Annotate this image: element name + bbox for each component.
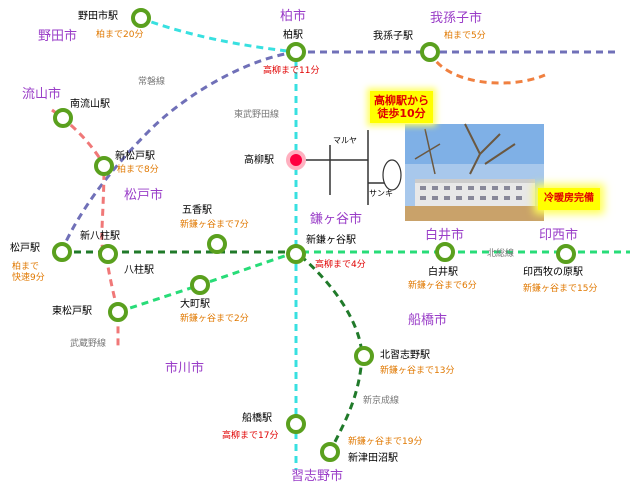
label-matsudo: 松戸駅 xyxy=(10,243,40,254)
city-narashino: 習志野市 xyxy=(291,469,344,484)
station-omachi xyxy=(190,275,210,295)
time-shintsudanuma: 新鎌ヶ谷まで19分 xyxy=(348,437,423,447)
access-road xyxy=(300,130,390,205)
label-omachi: 大町駅 xyxy=(180,299,210,310)
landmark-maruya: マルヤ xyxy=(333,136,357,145)
station-matsudo xyxy=(52,242,72,262)
station-abiko xyxy=(420,42,440,62)
city-funabashi: 船橋市 xyxy=(408,313,448,328)
line-tobunoda-label: 東武野田線 xyxy=(234,110,280,120)
line-joban-label: 常磐線 xyxy=(138,77,166,87)
school-photo xyxy=(405,123,544,221)
line-shinkesei-label: 新京成線 xyxy=(363,396,400,406)
label-shinyahashira: 新八柱駅 xyxy=(80,231,120,242)
city-kashiwa: 柏市 xyxy=(280,9,307,24)
label-yahashira: 八柱駅 xyxy=(124,265,154,276)
label-minaminagareyama: 南流山駅 xyxy=(70,99,110,110)
time-omachi: 新鎌ヶ谷まで2分 xyxy=(180,314,249,324)
station-shiroi xyxy=(435,242,455,262)
time-shinmatsudo: 柏まで8分 xyxy=(117,165,159,175)
station-kashiwa xyxy=(286,42,306,62)
station-inzaimakinohara xyxy=(556,244,576,264)
city-noda: 野田市 xyxy=(38,29,78,44)
time-shiroi: 新鎌ヶ谷まで6分 xyxy=(408,281,477,291)
city-abiko: 我孫子市 xyxy=(430,11,483,26)
label-shiroi: 白井駅 xyxy=(428,267,458,278)
station-takayanagi xyxy=(286,150,306,170)
station-shintsudanuma xyxy=(320,442,340,462)
station-funabashi xyxy=(286,414,306,434)
station-kitanarashino xyxy=(354,346,374,366)
time-shinkamagaya: 高柳まで4分 xyxy=(315,260,366,270)
station-shinyahashira xyxy=(98,244,118,264)
city-nagareyama: 流山市 xyxy=(22,87,62,102)
landmark-sanki: サンキ xyxy=(369,189,393,198)
label-abiko: 我孫子駅 xyxy=(373,31,413,42)
time-kitanarashino: 新鎌ヶ谷まで13分 xyxy=(380,366,455,376)
label-shintsudanuma: 新津田沼駅 xyxy=(348,453,398,464)
time-abiko: 柏まで5分 xyxy=(444,31,486,41)
label-goka: 五香駅 xyxy=(182,205,212,216)
aircon-tag: 冷暖房完備 xyxy=(538,188,600,210)
label-kashiwa: 柏駅 xyxy=(283,30,303,41)
station-shinmatsudo xyxy=(94,156,114,176)
line-hokuso-label: 北総線 xyxy=(487,249,515,259)
walk-callout-line1: 高柳駅から xyxy=(374,94,429,107)
time-matsudo-2: 快速9分 xyxy=(12,273,45,283)
label-funabashi: 船橋駅 xyxy=(242,413,272,424)
time-inzaimakinohara: 新鎌ヶ谷まで15分 xyxy=(523,284,598,294)
station-minaminagareyama xyxy=(53,108,73,128)
city-shiroi: 白井市 xyxy=(425,228,465,243)
joban-line xyxy=(60,50,297,251)
station-nodashi xyxy=(131,8,151,28)
label-kitanarashino: 北習志野駅 xyxy=(380,350,430,361)
walk-callout: 高柳駅から 徒歩10分 xyxy=(370,91,433,123)
city-ichikawa: 市川市 xyxy=(165,361,205,376)
city-matsudo: 松戸市 xyxy=(124,188,164,203)
label-higashimatsudo: 東松戸駅 xyxy=(52,306,92,317)
station-goka xyxy=(207,234,227,254)
time-kashiwa: 高柳まで11分 xyxy=(263,66,320,76)
city-kamagaya: 鎌ヶ谷市 xyxy=(310,212,363,227)
station-higashimatsudo xyxy=(108,302,128,322)
shinkesei-line xyxy=(62,250,364,453)
time-goka: 新鎌ヶ谷まで7分 xyxy=(180,220,249,230)
label-nodashi: 野田市駅 xyxy=(78,11,118,22)
label-inzaimakinohara: 印西牧の原駅 xyxy=(523,267,583,278)
label-takayanagi: 高柳駅 xyxy=(244,155,274,166)
walk-callout-line2: 徒歩10分 xyxy=(377,107,426,120)
abiko-branch-line xyxy=(428,51,546,85)
city-inzai: 印西市 xyxy=(539,228,579,243)
time-funabashi: 高柳まで17分 xyxy=(222,431,279,441)
time-matsudo-1: 柏まで xyxy=(12,262,40,272)
tobu-noda-line xyxy=(139,16,298,470)
station-shinkamagaya xyxy=(286,244,306,264)
line-musashino-label: 武蔵野線 xyxy=(70,339,107,349)
label-shinmatsudo: 新松戸駅 xyxy=(115,151,155,162)
label-shinkamagaya: 新鎌ヶ谷駅 xyxy=(306,235,356,246)
time-nodashi: 柏まで20分 xyxy=(96,30,144,40)
